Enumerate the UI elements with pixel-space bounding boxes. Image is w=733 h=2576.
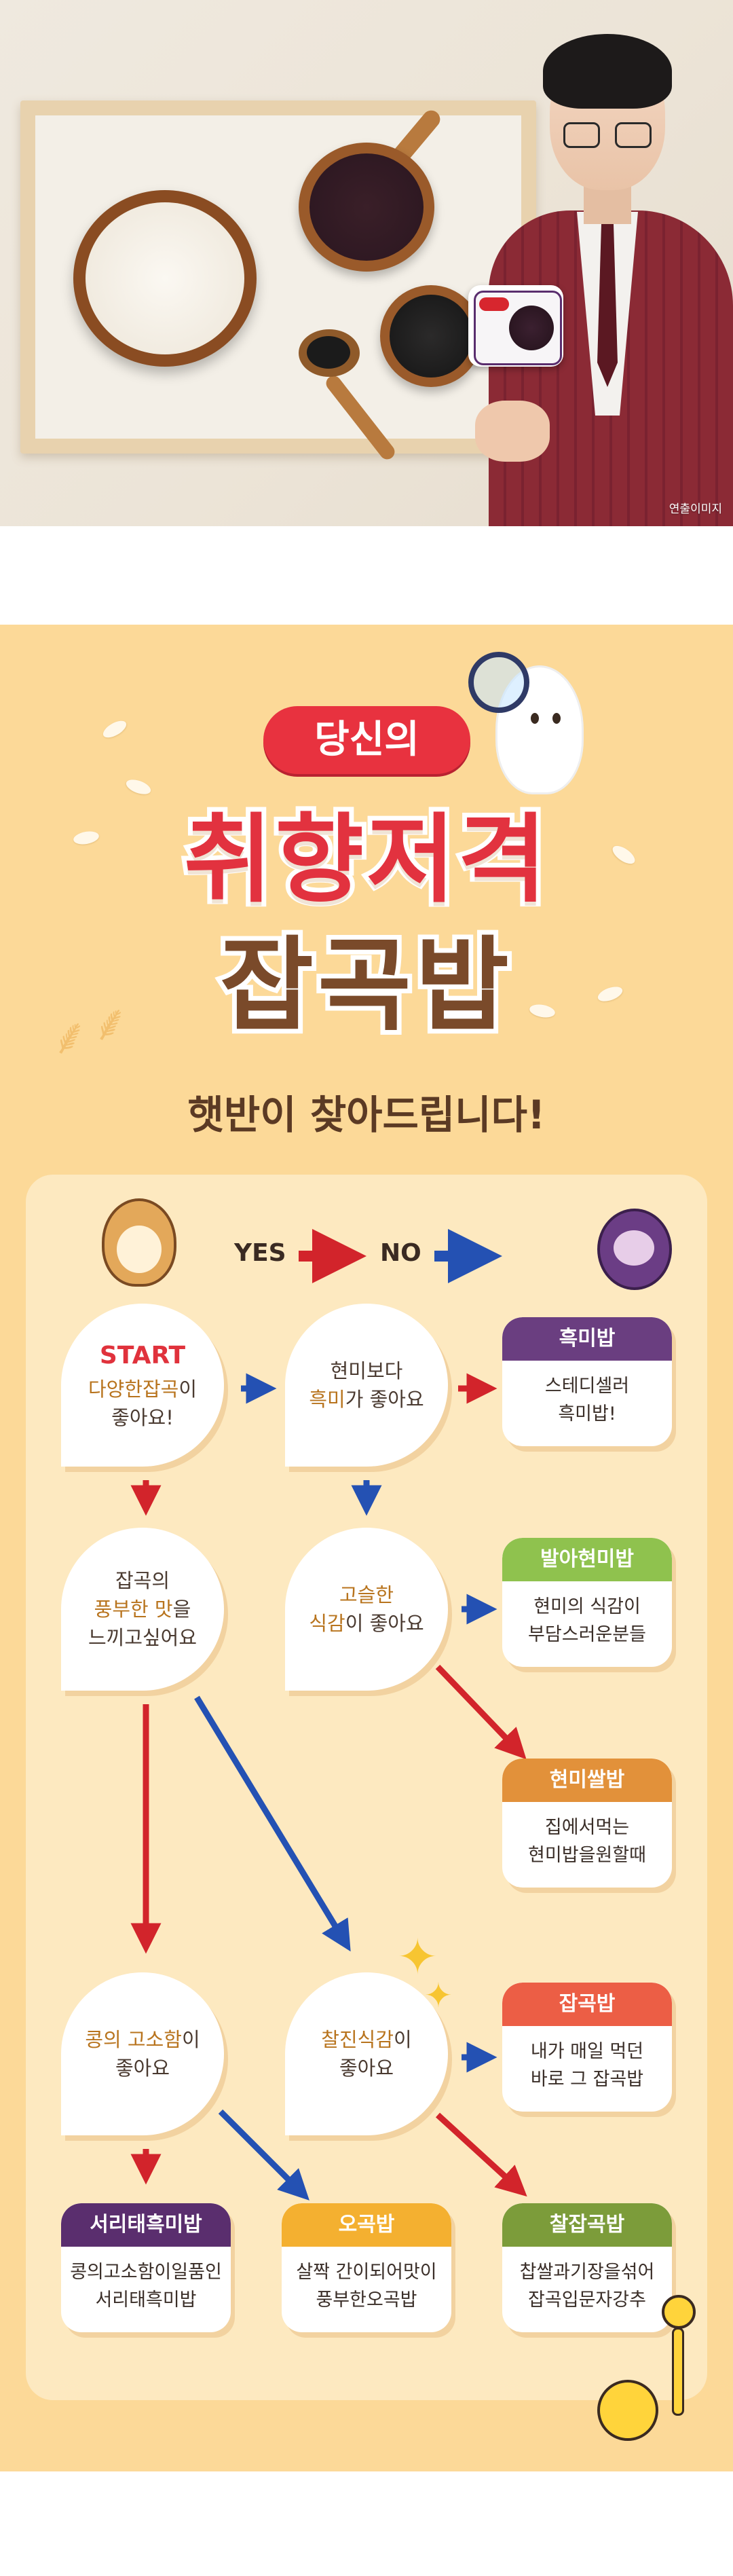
smile-mascot [597, 2380, 658, 2441]
question-black-rice: 현미보다 흑미가 좋아요 [285, 1304, 448, 1467]
model-figure [475, 20, 733, 526]
sparkle-icon: ✦ [397, 1928, 438, 1985]
bean-spoon [299, 329, 360, 377]
magnifier-icon [468, 652, 529, 713]
page-title-line1: 취향저격 [179, 799, 552, 921]
question-texture: 고슬한 식감이 좋아요 [285, 1528, 448, 1691]
white-rice-bowl [73, 190, 257, 367]
sparkle-icon: ✦ [424, 1976, 453, 2015]
black-rice-mascot [584, 1209, 679, 1310]
wheat-icon: ⸙ [92, 994, 130, 1052]
rice-mascot [468, 652, 604, 801]
page-title-line2: 잡곡밥 [215, 922, 514, 1050]
page-subtitle: 햇반이 찾아드립니다! [187, 1092, 546, 1138]
legend-yes: YES [234, 1239, 286, 1267]
title-pill: 당신의 [263, 706, 470, 774]
legend-no: NO [380, 1239, 421, 1267]
smile-mascot-body [672, 2327, 684, 2416]
smile-mascot-small [662, 2295, 696, 2329]
bean-mascot [95, 1198, 176, 1293]
black-rice-bowl [299, 143, 434, 272]
black-bean-bowl [380, 285, 482, 387]
product-package [468, 285, 563, 367]
hero-photo: 연출이미지 [0, 0, 733, 526]
question-start: START 다양한잡곡이 좋아요! [61, 1304, 224, 1467]
start-label: START [99, 1341, 186, 1369]
question-chewy: 찰진식감이 좋아요 [285, 1972, 448, 2135]
question-bean: 콩의 고소함이 좋아요 [61, 1972, 224, 2135]
wheat-icon: ⸙ [51, 1008, 89, 1066]
question-rich-taste: 잡곡의 풍부한 맛을 느끼고싶어요 [61, 1528, 224, 1691]
image-caption: 연출이미지 [669, 502, 722, 516]
